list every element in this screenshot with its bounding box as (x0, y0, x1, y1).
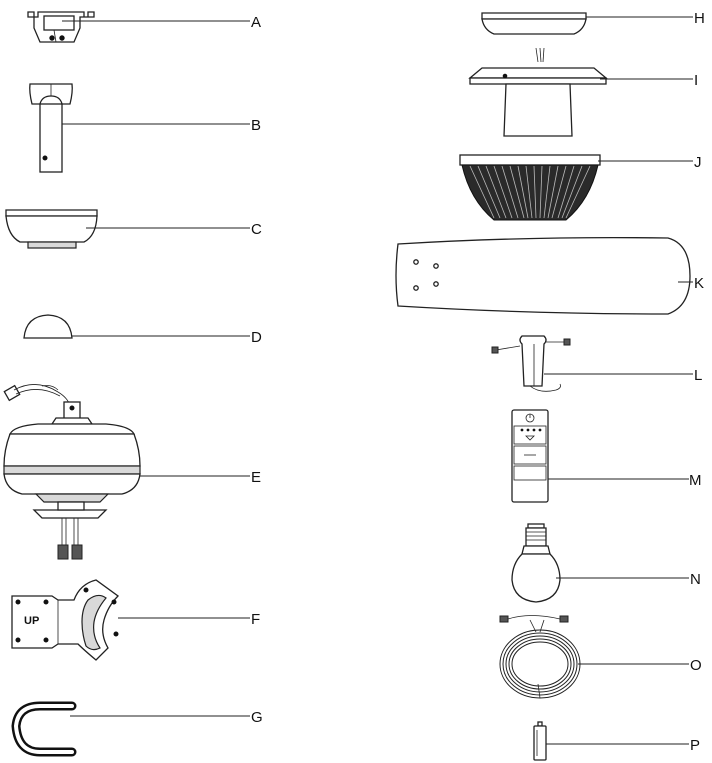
downrod-icon (29, 83, 73, 173)
part-label-b: B (251, 117, 261, 134)
part-label-g: G (251, 709, 263, 726)
fan-blade-icon (395, 236, 691, 315)
mounting-bracket-icon (27, 11, 95, 43)
motor-assembly-icon (3, 384, 141, 560)
remote-control-icon (511, 409, 549, 503)
part-label-o: O (690, 657, 702, 674)
part-label-n: N (690, 571, 701, 588)
light-kit-cap-icon (481, 12, 587, 35)
part-label-a: A (251, 14, 261, 31)
part-label-k: K (694, 275, 704, 292)
part-label-p: P (690, 737, 700, 754)
part-label-l: L (694, 367, 702, 384)
wire-coil-icon (499, 615, 581, 699)
part-label-j: J (694, 154, 702, 171)
blade-arm-up-text: UP (24, 615, 39, 627)
light-bulb-icon (511, 523, 561, 603)
part-label-f: F (251, 611, 260, 628)
part-label-h: H (694, 10, 705, 27)
part-label-c: C (251, 221, 262, 238)
part-label-i: I (694, 72, 698, 89)
battery-icon (533, 721, 547, 761)
switch-housing-icon (468, 47, 608, 137)
blade-arm-icon: UP (11, 579, 119, 661)
part-label-m: M (689, 472, 702, 489)
canopy-icon (5, 209, 98, 249)
receiver-icon (491, 335, 571, 392)
light-shade-icon (459, 154, 601, 221)
blade-arm-gasket-icon (11, 701, 77, 757)
part-label-e: E (251, 469, 261, 486)
part-label-d: D (251, 329, 262, 346)
coupling-cover-icon (23, 314, 73, 339)
